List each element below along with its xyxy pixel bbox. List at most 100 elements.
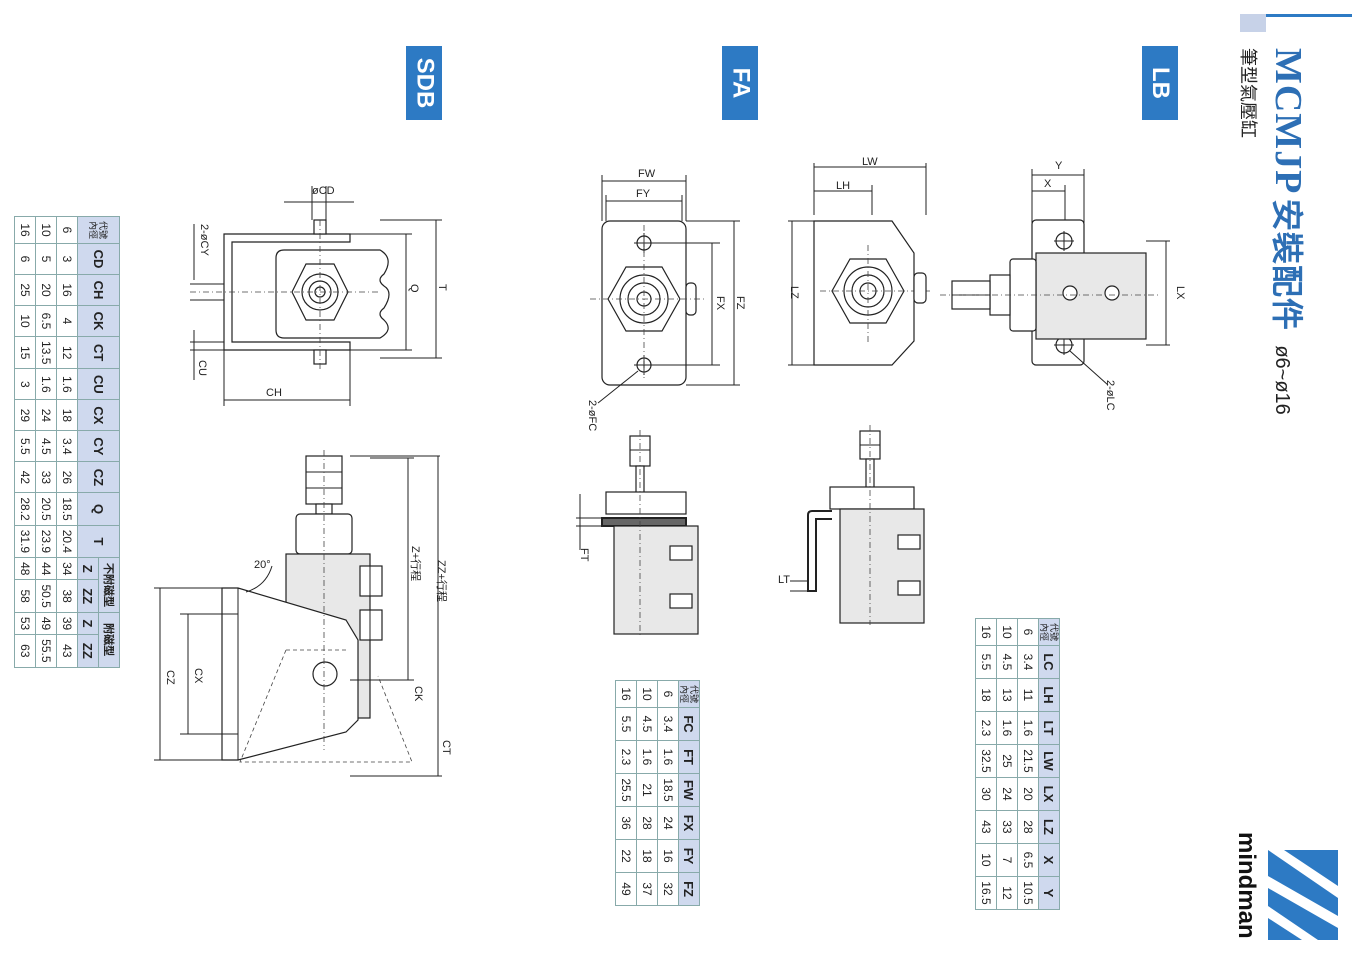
sdb-dim-ct: CT: [440, 740, 452, 755]
sdb-side-view-drawing: 20°: [154, 450, 442, 777]
table-cell: 28: [636, 806, 658, 840]
sdb-dim-ck: CK: [412, 686, 424, 702]
table-header-cell: LC: [1038, 645, 1060, 679]
table-cell: 4: [56, 305, 78, 337]
table-cell: 39: [56, 612, 78, 635]
table-cell: 44: [35, 557, 57, 580]
table-cell: 1.6: [636, 740, 658, 774]
table-header-cell: CY: [77, 430, 120, 462]
sdb-dim-ch: CH: [266, 387, 282, 399]
table-cell: 1.6: [56, 368, 78, 400]
sdb-dim-z: Z+行程: [409, 546, 421, 582]
table-header-cell: FW: [678, 773, 700, 807]
lb-front-view-drawing: Y X: [940, 160, 1170, 386]
section-badge-lb: LB: [1142, 46, 1178, 120]
table-cell: 23.9: [35, 525, 57, 558]
lb-dim-lh: LH: [836, 180, 850, 192]
table-cell: 25.5: [615, 773, 637, 807]
bore-range: ø6~ø16: [1271, 345, 1293, 415]
table-cell: 58: [14, 579, 36, 613]
table-header-cell: FY: [678, 839, 700, 873]
table-cell: 16: [56, 274, 78, 306]
table-cell: 6: [14, 243, 36, 275]
table-header-cell: Y: [1038, 876, 1060, 910]
table-header-cell: CT: [77, 336, 120, 369]
table-cell: 21: [636, 773, 658, 807]
table-cell: 18.5: [657, 773, 679, 807]
table-cell: 3.4: [56, 430, 78, 462]
table-cell: 20: [1017, 777, 1039, 811]
table-header-cell: X: [1038, 843, 1060, 877]
header-accent-bar: [1240, 14, 1266, 32]
lb-dim-lw: LW: [862, 156, 878, 168]
section-badge-fa: FA: [722, 46, 758, 120]
lb-dim-lx: LX: [1174, 286, 1186, 300]
sdb-dim-zz: ZZ+行程: [435, 560, 447, 602]
sdb-front-view-drawing: øCD CH: [190, 185, 442, 406]
brand-logo-icon: [1268, 850, 1338, 940]
table-header-cell: Z: [77, 612, 99, 635]
sdb-dim-t: T: [436, 284, 448, 291]
table-cell: 29: [14, 399, 36, 431]
table-corner: 代號內徑: [77, 216, 120, 244]
table-header-cell: CX: [77, 399, 120, 431]
page-title-cn: 安裝配件: [1268, 198, 1306, 331]
table-header-cell: ZZ: [77, 579, 99, 613]
table-cell: 36: [615, 806, 637, 840]
table-cell: 20.4: [56, 525, 78, 558]
table-header-cell: CU: [77, 368, 120, 400]
table-cell: 18: [975, 678, 997, 712]
table-header-cell: CZ: [77, 461, 120, 493]
table-header-cell: CD: [77, 243, 120, 275]
table-cell: 18.5: [56, 492, 78, 526]
table-cell: 5.5: [975, 645, 997, 679]
table-cell: 24: [35, 399, 57, 431]
table-cell: 4.5: [996, 645, 1018, 679]
sdb-dim-cz: CZ: [164, 670, 176, 685]
table-header-cell: FX: [678, 806, 700, 840]
table-bore-cell: 16: [615, 680, 637, 708]
table-cell: 33: [35, 461, 57, 493]
table-header-cell: LZ: [1038, 810, 1060, 844]
table-cell: 15: [14, 336, 36, 369]
table-cell: 12: [996, 876, 1018, 910]
table-cell: 32: [657, 872, 679, 906]
sdb-dim-q: Q: [408, 284, 420, 293]
sdb-dim-cd: øCD: [312, 185, 335, 197]
table-group-mag: 附磁型: [98, 612, 120, 668]
page-subtitle: 筆型氣壓缸: [1238, 48, 1258, 138]
table-cell: 53: [14, 612, 36, 635]
table-bore-cell: 6: [1017, 618, 1039, 646]
table-cell: 38: [56, 579, 78, 613]
table-cell: 7: [996, 843, 1018, 877]
table-header-cell: Q: [77, 492, 120, 526]
table-cell: 10: [14, 305, 36, 337]
table-cell: 3: [14, 368, 36, 400]
table-header-cell: FZ: [678, 872, 700, 906]
table-cell: 30: [975, 777, 997, 811]
fa-dim-fc: 2-øFC: [586, 400, 598, 432]
sdb-dim-cu: CU: [196, 360, 208, 376]
table-cell: 25: [14, 274, 36, 306]
header-line: [1266, 14, 1352, 17]
lb-dim-lt: LT: [778, 574, 790, 586]
table-cell: 4.5: [636, 707, 658, 741]
table-cell: 31.9: [14, 525, 36, 558]
table-cell: 12: [56, 336, 78, 369]
table-bore-cell: 6: [56, 216, 78, 244]
table-header-cell: CK: [77, 305, 120, 337]
table-header-cell: Z: [77, 557, 99, 580]
table-cell: 3.4: [1017, 645, 1039, 679]
table-cell: 13.5: [35, 336, 57, 369]
fa-dim-fw: FW: [638, 168, 656, 180]
lb-dim-x: X: [1044, 178, 1052, 190]
table-cell: 11: [1017, 678, 1039, 712]
table-cell: 50.5: [35, 579, 57, 613]
